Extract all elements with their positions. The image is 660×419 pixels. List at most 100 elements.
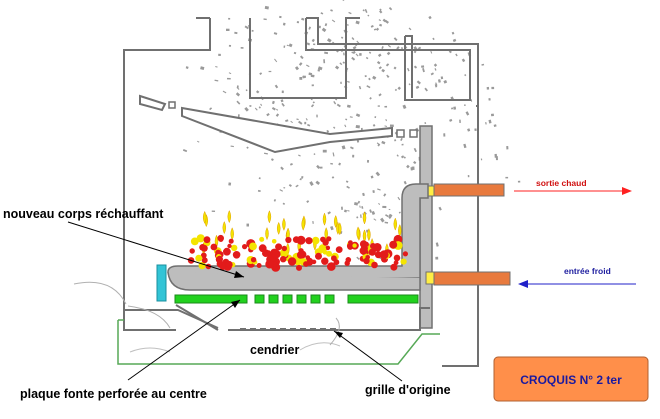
ember (219, 264, 226, 271)
smoke-particle (279, 189, 284, 192)
smoke-particle (260, 103, 263, 106)
smoke-particle (237, 114, 240, 118)
smoke-particle (285, 119, 289, 122)
airflow-curves (73, 281, 340, 346)
smoke-particle (351, 37, 355, 41)
ember (331, 255, 337, 262)
smoke-particle (244, 25, 249, 30)
ember (259, 236, 265, 242)
smoke-particle (226, 77, 231, 80)
smoke-particle (365, 56, 369, 60)
ember (228, 238, 234, 244)
smoke-particle (321, 27, 327, 33)
grate-slot (320, 328, 326, 331)
grate-slot (240, 328, 246, 331)
ember (311, 259, 317, 265)
ember (400, 258, 407, 265)
smoke-particle (298, 62, 303, 66)
smoke-particle (352, 154, 355, 158)
flame-tongue (222, 221, 227, 234)
smoke-particle (433, 63, 438, 67)
ember (210, 243, 218, 251)
smoke-particle (435, 242, 439, 247)
smoke-particle (282, 202, 286, 205)
smoke-particle (377, 105, 380, 107)
smoke-particle (413, 160, 417, 165)
smoke-particle (308, 72, 313, 76)
smoke-particle (341, 0, 345, 1)
label-original-grate: grille d'origine (365, 383, 451, 397)
smoke-particle (317, 66, 323, 71)
ember (296, 264, 302, 271)
smoke-particle (275, 113, 280, 117)
smoke-particle (347, 80, 350, 83)
smoke-particle (256, 90, 260, 94)
ember (225, 260, 233, 269)
smoke-particle (343, 209, 348, 213)
ember (189, 248, 195, 254)
ember (279, 248, 289, 258)
smoke-particle (371, 210, 376, 215)
ember (216, 255, 223, 263)
smoke-particle (270, 158, 274, 161)
flame-tongue (362, 211, 367, 225)
smoke-particle (438, 206, 442, 211)
ember (203, 236, 211, 244)
smoke-particle (407, 67, 410, 72)
smoke-particle (362, 192, 365, 197)
heat-exchanger-body (167, 183, 429, 291)
smoke-particle (388, 7, 393, 11)
smoke-particle (341, 145, 346, 150)
air-riser (156, 264, 167, 302)
smoke-particle (311, 38, 315, 43)
smoke-particle (254, 107, 258, 111)
ember (390, 263, 398, 271)
smoke-particle (346, 185, 350, 189)
ember (296, 251, 305, 259)
smoke-particle (364, 75, 367, 78)
smoke-particle (240, 46, 244, 49)
ember (359, 246, 368, 255)
smoke-particle (293, 51, 297, 55)
smoke-particle (393, 66, 397, 70)
smoke-particle (355, 113, 361, 118)
smoke-particle (304, 121, 307, 125)
baffle-plate (139, 94, 418, 154)
ember (311, 236, 320, 245)
smoke-particle (373, 28, 377, 31)
smoke-particle (316, 164, 321, 169)
smoke-particle (378, 202, 381, 205)
smoke-particle (305, 118, 308, 121)
grate-slot (280, 328, 286, 331)
smoke-particle (402, 104, 407, 110)
flame-tongue (362, 229, 367, 243)
smoke-particle (385, 214, 389, 218)
smoke-particle (246, 223, 249, 227)
smoke-particle (415, 85, 420, 89)
smoke-particle (320, 12, 324, 15)
smoke-particle (282, 22, 286, 26)
smoke-particle (361, 206, 364, 209)
smoke-particle (486, 86, 490, 90)
smoke-particle (381, 46, 384, 50)
flame-tongue (230, 227, 234, 240)
flame-tongue (202, 210, 207, 224)
smoke-particle (377, 53, 382, 58)
smoke-particle (288, 183, 292, 187)
smoke-particle (236, 100, 241, 105)
smoke-particle (495, 156, 498, 161)
smoke-particle (463, 143, 467, 149)
smoke-particle (470, 99, 473, 102)
smoke-particle (211, 210, 216, 212)
smoke-particle (341, 206, 343, 210)
smoke-particle (222, 90, 227, 94)
smoke-particle (236, 87, 240, 90)
smoke-particle (490, 113, 494, 117)
smoke-particle (396, 154, 399, 157)
smoke-particle (226, 28, 230, 31)
smoke-particle (403, 156, 406, 159)
smoke-particle (396, 46, 400, 50)
smoke-particle (453, 106, 457, 110)
smoke-particle (450, 107, 454, 110)
flame-tongue (367, 228, 371, 241)
